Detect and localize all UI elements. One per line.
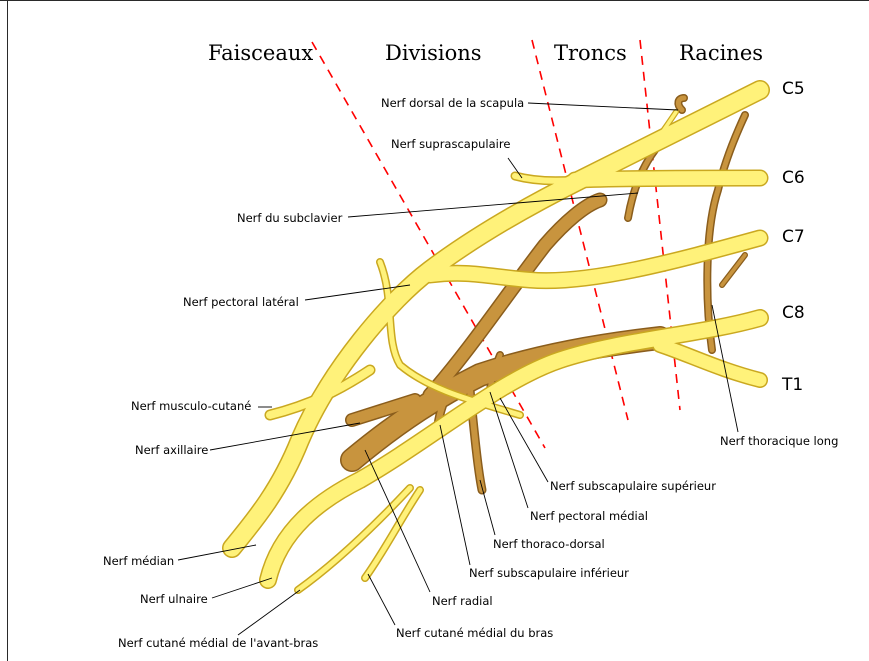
header-trunks: Troncs <box>554 41 627 65</box>
label-musculocutaneous: Nerf musculo-cutané <box>131 399 251 413</box>
region-headers: Faisceaux Divisions Troncs Racines <box>208 41 763 65</box>
label-upper-subscapular: Nerf subscapulaire supérieur <box>550 479 716 493</box>
label-medial-pectoral: Nerf pectoral médial <box>530 509 648 523</box>
header-divisions: Divisions <box>385 41 482 65</box>
label-ulnar: Nerf ulnaire <box>140 592 208 606</box>
header-cords: Faisceaux <box>208 41 313 65</box>
label-medial-cutaneous-forearm: Nerf cutané médial de l'avant-bras <box>118 636 318 650</box>
label-lower-subscapular: Nerf subscapulaire inférieur <box>469 566 629 580</box>
yellow-nerves-group <box>232 90 760 590</box>
label-dorsal-scapular: Nerf dorsal de la scapula <box>381 96 524 110</box>
label-subclavian: Nerf du subclavier <box>237 211 343 225</box>
label-lateral-pectoral: Nerf pectoral latéral <box>183 295 299 309</box>
label-suprascapular: Nerf suprascapulaire <box>391 137 510 151</box>
label-radial: Nerf radial <box>432 594 493 608</box>
label-axillary: Nerf axillaire <box>135 443 208 457</box>
label-medial-cutaneous-arm: Nerf cutané médial du bras <box>396 626 553 640</box>
root-c6 <box>575 178 760 180</box>
label-median: Nerf médian <box>103 554 174 568</box>
root-label-t1: T1 <box>781 375 803 395</box>
label-long-thoracic: Nerf thoracique long <box>720 434 838 448</box>
root-labels: C5 C6 C7 C8 T1 <box>781 79 805 395</box>
root-label-c7: C7 <box>782 227 805 247</box>
root-label-c6: C6 <box>782 168 805 188</box>
label-thoracodorsal: Nerf thoraco-dorsal <box>493 537 605 551</box>
root-label-c5: C5 <box>782 79 805 99</box>
root-label-c8: C8 <box>782 303 805 323</box>
header-roots: Racines <box>679 41 763 65</box>
